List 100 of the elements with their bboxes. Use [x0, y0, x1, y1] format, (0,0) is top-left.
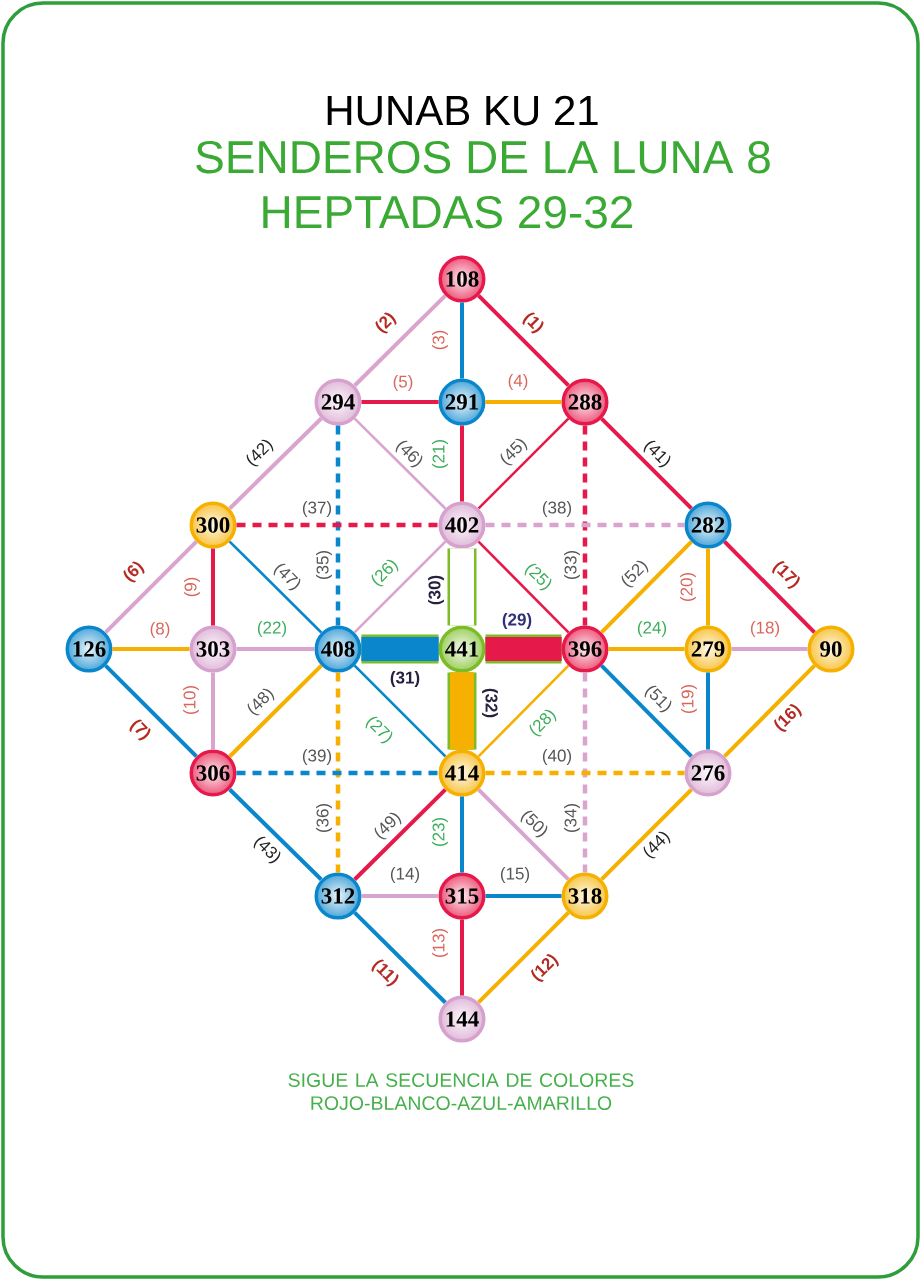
edge-label: (47) [269, 559, 305, 595]
dashed-line [335, 672, 341, 873]
edge-label: (13) [431, 927, 449, 959]
edge-label: (6) [120, 558, 148, 586]
edge-label: (38) [541, 500, 573, 518]
edge-label: (21) [431, 438, 449, 470]
connector-line [353, 788, 447, 881]
edge-label: (34) [563, 802, 581, 834]
connector-line [228, 664, 323, 758]
connector-line [228, 540, 323, 634]
connector-line [460, 302, 464, 379]
subtitle: SENDEROS DE LA LUNA 8 [196, 140, 770, 174]
connector-line [477, 788, 570, 881]
edge-label: (17) [768, 557, 804, 593]
connector-bar [361, 634, 439, 664]
edge-label: (51) [640, 681, 676, 717]
edge-label: (8) [149, 621, 171, 639]
connector-line [460, 796, 464, 873]
dashed-line [485, 770, 685, 776]
connector-line [723, 664, 816, 758]
caption: SIGUE LA SECUENCIA DE COLORES ROJO-BLANCO-AZUL-AMARILLO [288, 1073, 634, 1110]
edge-label: (36) [315, 802, 333, 834]
edge-label: (28) [525, 705, 561, 741]
edge-label: (27) [361, 712, 397, 748]
connector-line [460, 919, 464, 996]
connector-line [353, 664, 447, 758]
edge-label: (22) [256, 620, 288, 638]
edge-label: (18) [749, 620, 781, 638]
edge-label: (16) [770, 700, 806, 736]
connector-line [600, 664, 693, 758]
dashed-line [236, 770, 439, 776]
connector-line [104, 540, 198, 634]
edge-label: (44) [639, 827, 675, 863]
connector-line [706, 548, 710, 626]
connector-line [477, 294, 570, 387]
edge-label: (32) [481, 687, 499, 719]
edge-label: (40) [541, 748, 573, 766]
connector-line [353, 911, 447, 1004]
connector-line [112, 647, 190, 651]
edge-label: (3) [431, 329, 449, 351]
connector-line [211, 548, 215, 626]
edge-label: (49) [370, 808, 406, 844]
edge-label: (19) [680, 683, 698, 715]
connector-line [361, 894, 439, 898]
edge-label: (5) [392, 374, 414, 392]
edge-label: (35) [315, 549, 333, 581]
dashed-line [236, 522, 439, 528]
connector-line [353, 540, 447, 634]
edge-label: (10) [182, 684, 200, 716]
edge-label: (43) [249, 832, 285, 868]
edge-label: (2) [372, 309, 400, 337]
connector-line [477, 664, 570, 758]
edge-label: (31) [389, 670, 421, 688]
dashed-line [582, 425, 588, 626]
edge-label: (9) [183, 576, 201, 598]
connector-line [361, 400, 439, 404]
edge-label: (45) [496, 434, 532, 470]
dashed-line [485, 522, 685, 528]
edge-label: (4) [507, 373, 529, 391]
connector-line [477, 540, 570, 634]
connector-bar [447, 672, 477, 750]
subtitle: HEPTADAS 29-32 [263, 195, 633, 229]
edge-label: (52) [617, 556, 653, 592]
edge-label: (39) [301, 748, 333, 766]
dashed-line [335, 425, 341, 626]
connector-line [706, 672, 710, 750]
connector-bar [485, 634, 562, 664]
edge-label: (11) [368, 956, 402, 990]
edge-label: (1) [519, 309, 547, 337]
connector-line [211, 672, 215, 750]
connector-line [731, 647, 808, 651]
edge-label: (14) [389, 866, 421, 884]
connector-line [723, 540, 816, 634]
edge-label: (50) [516, 806, 552, 842]
connector-line [485, 400, 562, 404]
edge-label: (33) [563, 549, 581, 581]
connector-line [236, 647, 315, 651]
edge-label: (42) [242, 435, 278, 471]
edge-label: (7) [126, 716, 154, 744]
edge-label: (29) [501, 612, 533, 630]
connector-bar [447, 548, 477, 626]
connector-line [353, 417, 447, 510]
edge-label: (48) [243, 684, 279, 720]
connector-line [228, 417, 323, 510]
connector-line [600, 788, 693, 881]
edge-label: (37) [301, 500, 333, 518]
title: HUNAB KU 21 [327, 95, 598, 126]
connector-line [477, 417, 570, 510]
edge-label: (15) [499, 866, 531, 884]
edge-label: (46) [391, 436, 427, 472]
edge-label: (12) [527, 950, 563, 986]
connector-line [460, 425, 464, 502]
edge-label: (41) [639, 436, 675, 472]
connector-line [485, 894, 562, 898]
connector-line [600, 540, 693, 634]
edge-label: (30) [427, 574, 445, 606]
connector-line [228, 788, 323, 881]
dashed-line [582, 672, 588, 873]
connector-line [600, 417, 693, 510]
edge-label: (20) [679, 571, 697, 603]
